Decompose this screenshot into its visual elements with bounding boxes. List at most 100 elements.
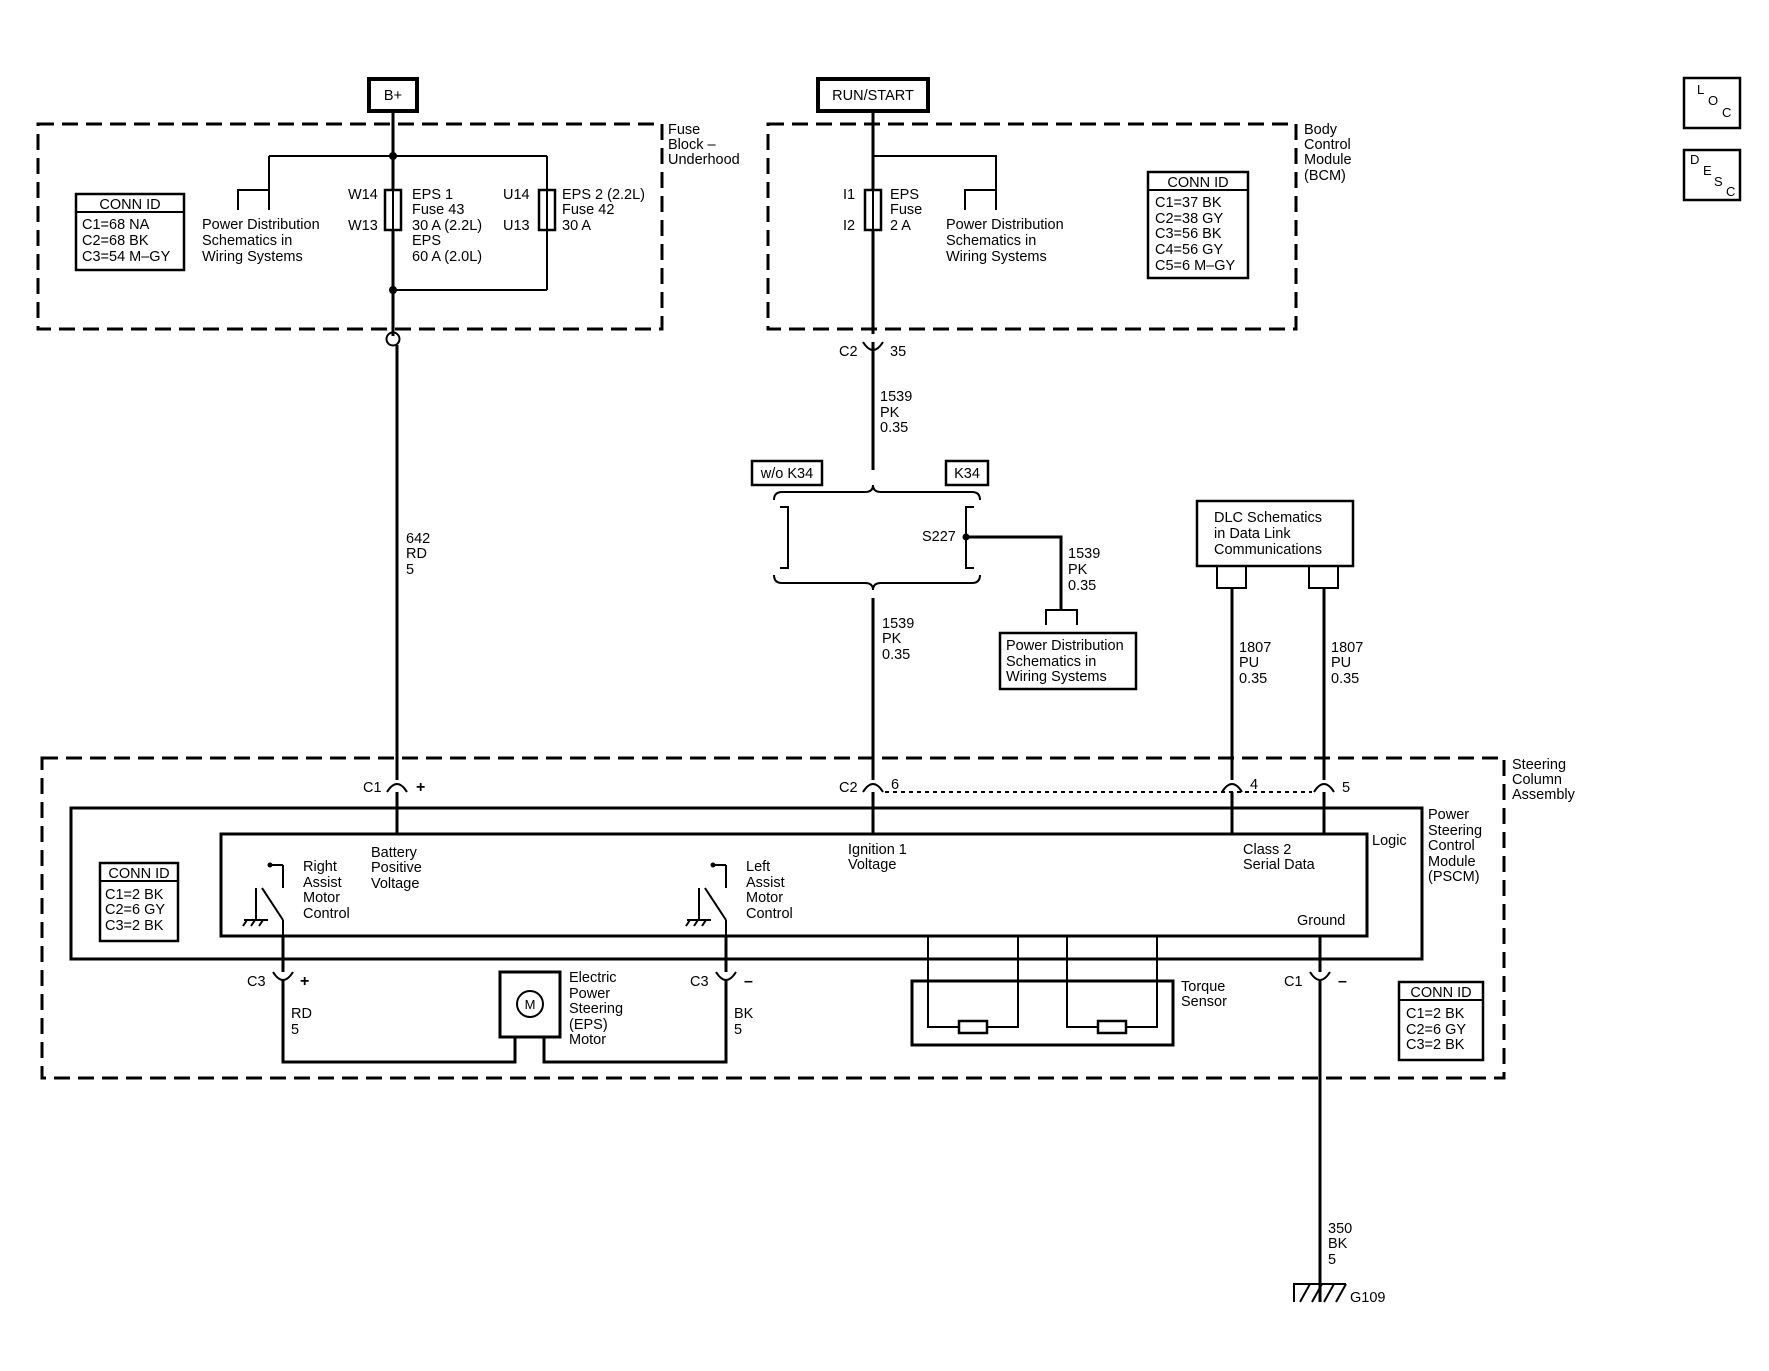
svg-text:Underhood: Underhood [668, 152, 740, 168]
svg-text:C3=56 BK: C3=56 BK [1155, 226, 1222, 242]
dlc-ref-box[interactable]: DLC Schematics in Data Link Communicatio… [1195, 499, 1355, 568]
svg-text:Steering: Steering [1512, 757, 1566, 773]
fuse1-pin-bottom: W13 [348, 218, 378, 234]
svg-text:C: C [1722, 105, 1731, 120]
svg-text:in Data Link: in Data Link [1214, 526, 1291, 542]
svg-text:Wiring Systems: Wiring Systems [1006, 669, 1107, 685]
svg-text:Sensor: Sensor [1181, 994, 1227, 1010]
logic-block[interactable] [219, 832, 1369, 938]
bcm-conn-id[interactable]: CONN ID C1=37 BK C2=38 GY C3=56 BK C4=56… [1146, 170, 1250, 280]
svg-text:EPS: EPS [412, 233, 441, 249]
svg-text:Ignition 1: Ignition 1 [848, 842, 907, 858]
svg-text:C2=6 GY: C2=6 GY [105, 902, 165, 918]
svg-text:30 A: 30 A [562, 218, 591, 234]
pscm-module[interactable] [69, 806, 1424, 961]
svg-text:C4=56 GY: C4=56 GY [1155, 242, 1223, 258]
pscm-c1-top-connector[interactable] [386, 783, 408, 793]
c3-left-name: C3 [247, 974, 266, 990]
svg-text:C3=2 BK: C3=2 BK [105, 918, 164, 934]
bplus-source[interactable]: B+ [367, 77, 419, 113]
svg-text:C1=68 NA: C1=68 NA [82, 217, 150, 233]
svg-text:Positive: Positive [371, 860, 422, 876]
torque-sensor[interactable] [910, 979, 1175, 1047]
svg-text:Steering: Steering [1428, 823, 1482, 839]
wire-1539-b-label: 1539 PK 0.35 [882, 616, 914, 663]
run-start-source[interactable]: RUN/START [816, 77, 930, 113]
svg-text:2 A: 2 A [890, 218, 911, 234]
steering-column-title: Steering Column Assembly [1512, 757, 1576, 803]
wire-1539-c-label: 1539 PK 0.35 [1068, 546, 1100, 594]
svg-text:CONN ID: CONN ID [99, 197, 160, 213]
svg-text:Column: Column [1512, 772, 1562, 788]
pscm-c3-right-connector[interactable] [715, 971, 737, 981]
svg-text:(EPS): (EPS) [569, 1017, 608, 1033]
option-with-k34[interactable]: K34 [944, 459, 990, 487]
svg-text:Class 2: Class 2 [1243, 842, 1291, 858]
option-without-k34[interactable]: w/o K34 [750, 459, 824, 487]
svg-text:1807: 1807 [1331, 640, 1363, 656]
eps2-fuse[interactable] [537, 188, 557, 232]
svg-text:O: O [1708, 93, 1718, 108]
c1-top-name: C1 [363, 780, 382, 796]
svg-text:(BCM): (BCM) [1304, 168, 1346, 184]
svg-text:Power: Power [569, 986, 610, 1002]
svg-text:1807: 1807 [1239, 640, 1271, 656]
svg-text:K34: K34 [954, 466, 980, 482]
c1-bottom-pin: – [1338, 973, 1347, 990]
svg-text:EPS: EPS [890, 187, 919, 203]
pscm-pin4-connector[interactable] [1221, 783, 1243, 793]
pscm-title: Power Steering Control Module (PSCM) [1428, 807, 1482, 885]
left-motor-switch[interactable] [685, 862, 727, 937]
c1-bottom-name: C1 [1284, 974, 1303, 990]
c1-top-pin: + [416, 779, 425, 796]
svg-text:Wiring Systems: Wiring Systems [946, 249, 1047, 265]
svg-text:Fuse: Fuse [890, 202, 922, 218]
svg-text:C3=2 BK: C3=2 BK [1406, 1037, 1465, 1053]
svg-text:DLC Schematics: DLC Schematics [1214, 510, 1322, 526]
right-motor-switch[interactable] [242, 862, 284, 937]
wire-642-label: 642 RD 5 [406, 531, 430, 578]
svg-text:CONN ID: CONN ID [1167, 175, 1228, 191]
svg-text:PK: PK [882, 631, 902, 647]
pd-ref-2-label[interactable]: Power Distribution Schematics in Wiring … [946, 217, 1064, 265]
svg-text:C: C [1726, 184, 1735, 199]
pscm-pin5-connector[interactable] [1313, 783, 1335, 793]
ground-g109[interactable] [1293, 1283, 1347, 1303]
svg-text:Motor: Motor [303, 890, 340, 906]
eps1-fuse[interactable] [383, 188, 403, 232]
svg-text:Control: Control [1428, 838, 1475, 854]
pscm-conn-id-right[interactable]: CONN ID C1=2 BK C2=6 GY C3=2 BK [1397, 980, 1485, 1062]
svg-text:Voltage: Voltage [371, 876, 419, 892]
pscm-conn-id-left[interactable]: CONN ID C1=2 BK C2=6 GY C3=2 BK [98, 861, 180, 943]
svg-text:Voltage: Voltage [848, 857, 896, 873]
class2-serial-data-label: Class 2 Serial Data [1243, 842, 1316, 873]
pd-ref-3-label[interactable]: Power Distribution Schematics in Wiring … [998, 631, 1138, 691]
pscm-c1-bottom-connector[interactable] [1309, 971, 1331, 981]
svg-text:EPS 2 (2.2L): EPS 2 (2.2L) [562, 187, 645, 203]
pin5-label: 5 [1342, 780, 1350, 796]
svg-text:1539: 1539 [880, 389, 912, 405]
pscm-c3-left-connector[interactable] [272, 971, 294, 981]
fuse-block-boundary [36, 122, 664, 331]
svg-text:Fuse 43: Fuse 43 [412, 202, 464, 218]
wire-1807-b-label: 1807 PU 0.35 [1331, 640, 1363, 687]
svg-text:B+: B+ [384, 88, 402, 104]
pscm-c2-top-connector[interactable] [862, 783, 884, 793]
c3-right-pin: – [744, 973, 753, 990]
svg-text:PK: PK [880, 405, 900, 421]
left-assist-label: Left Assist Motor Control [746, 859, 793, 922]
svg-text:E: E [1703, 163, 1712, 178]
svg-text:Module: Module [1304, 152, 1352, 168]
svg-text:Left: Left [746, 859, 770, 875]
bcm-boundary [766, 122, 1298, 331]
fuse-block-conn-id[interactable]: CONN ID C1=68 NA C2=68 BK C3=54 M–GY [74, 192, 186, 272]
svg-text:C5=6 M–GY: C5=6 M–GY [1155, 258, 1236, 274]
svg-text:Fuse 42: Fuse 42 [562, 202, 614, 218]
pd-ref-1-label[interactable]: Power Distribution Schematics in Wiring … [202, 217, 320, 265]
pd-ref-stub-2 [964, 189, 997, 210]
loc-icon[interactable]: L O C [1682, 76, 1742, 130]
eps-motor[interactable]: M [498, 970, 562, 1039]
bcm-eps-fuse[interactable] [863, 188, 883, 232]
desc-icon[interactable]: D E S C [1682, 148, 1742, 202]
c3-left-pin: + [300, 973, 309, 990]
